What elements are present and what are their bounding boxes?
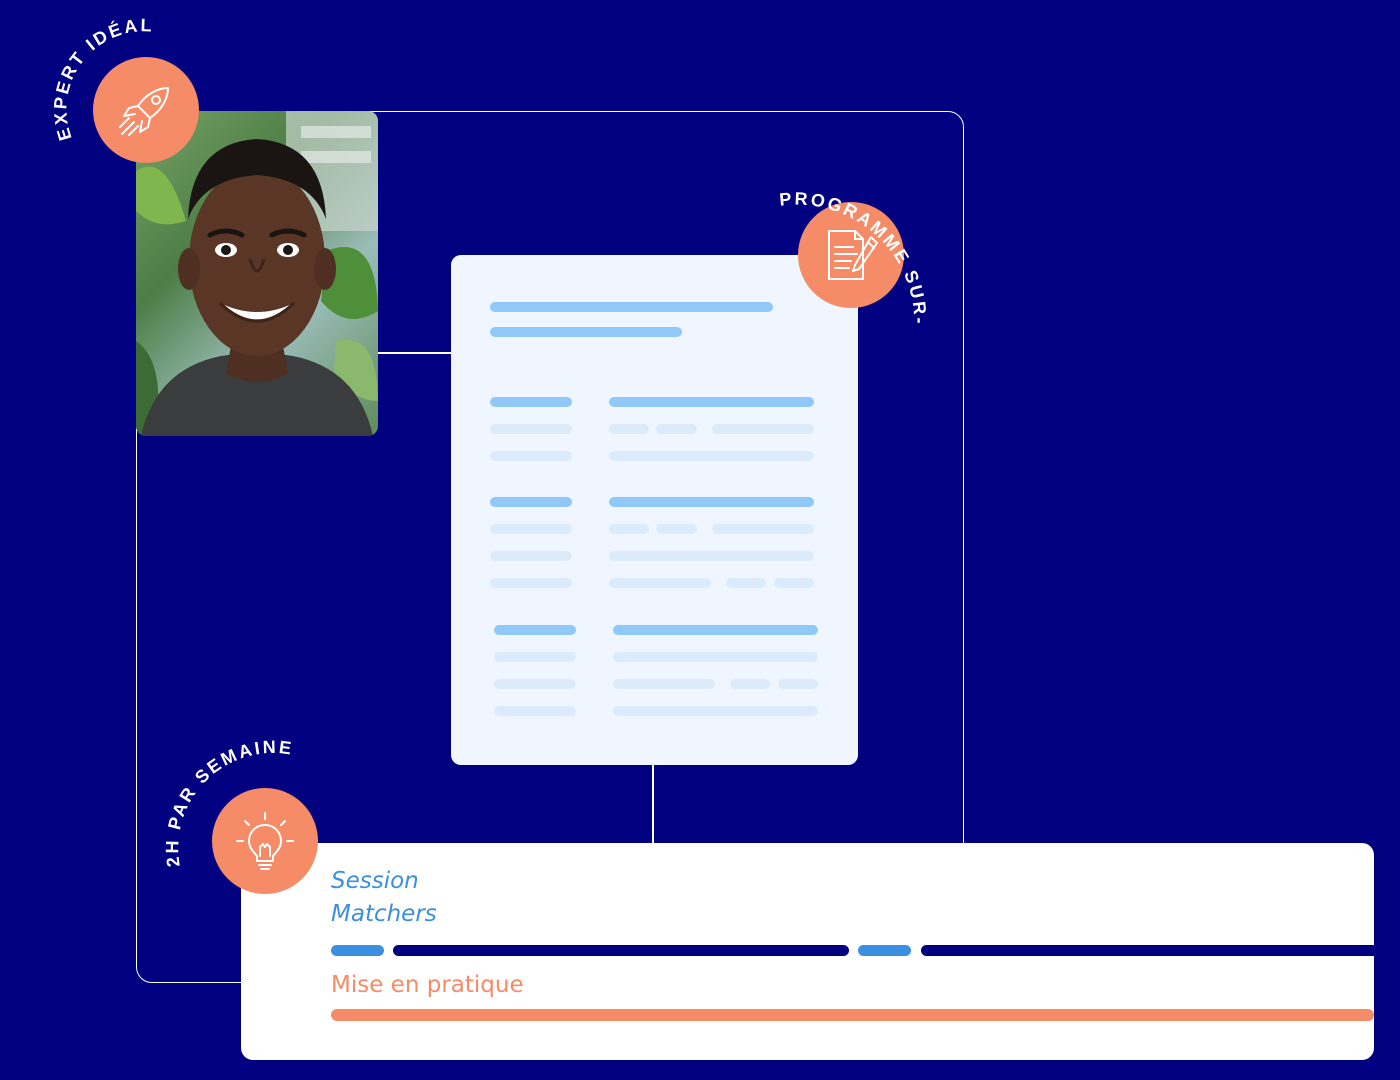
session-title: Session Matchers — [331, 865, 437, 931]
practice-label: Mise en pratique — [331, 972, 524, 998]
session-bar-segment — [331, 945, 384, 956]
doc-section-title-line — [613, 625, 818, 635]
doc-subheading-line — [490, 327, 682, 337]
session-bar-segment — [921, 945, 1374, 956]
doc-text-line — [726, 578, 766, 588]
doc-text-line — [656, 424, 697, 434]
doc-text-line — [712, 524, 814, 534]
session-bar-segment — [393, 945, 849, 956]
connector-line-vertical — [652, 764, 654, 846]
label-expert: EXPERT IDÉAL — [50, 15, 154, 143]
doc-heading-line — [490, 302, 773, 312]
doc-text-line — [490, 451, 572, 461]
badge-expert — [93, 57, 199, 163]
label-weekly-arc: 2H PAR SEMAINE — [162, 737, 295, 868]
doc-text-line — [774, 578, 814, 588]
doc-text-line — [494, 679, 576, 689]
practice-bar — [331, 1009, 1374, 1021]
badge-programme — [798, 202, 904, 308]
label-expert-arc: EXPERT IDÉAL — [50, 15, 154, 143]
expert-photo — [136, 111, 378, 436]
doc-text-line — [494, 652, 576, 662]
label-programme: PROGRAMME SUR-MESURE — [731, 134, 930, 326]
doc-text-line — [712, 424, 814, 434]
doc-text-line — [613, 652, 818, 662]
doc-text-line — [778, 679, 818, 689]
session-bar-segment — [858, 945, 911, 956]
doc-text-line — [609, 551, 814, 561]
doc-text-line — [613, 706, 818, 716]
doc-section-title-line — [609, 497, 814, 507]
doc-text-line — [609, 578, 711, 588]
badge-weekly — [212, 788, 318, 894]
doc-text-line — [609, 524, 649, 534]
doc-text-line — [613, 679, 715, 689]
doc-section-label-line — [490, 497, 572, 507]
label-programme-arc: PROGRAMME SUR-MESURE — [731, 134, 928, 326]
document-pen-icon — [828, 230, 878, 280]
doc-section-title-line — [609, 397, 814, 407]
program-document-card — [451, 255, 858, 765]
lightbulb-icon — [236, 812, 294, 870]
doc-text-line — [609, 451, 814, 461]
session-card: Session Matchers Mise en pratique — [241, 843, 1374, 1060]
session-title-line-1: Session — [331, 868, 419, 894]
rocket-icon — [119, 87, 169, 136]
doc-text-line — [490, 524, 572, 534]
doc-section-label-line — [490, 397, 572, 407]
doc-text-line — [609, 424, 649, 434]
doc-section-label-line — [494, 625, 576, 635]
doc-text-line — [490, 424, 572, 434]
doc-text-line — [730, 679, 770, 689]
doc-text-line — [490, 551, 572, 561]
portrait-illustration — [136, 111, 378, 436]
label-weekly: 2H PAR SEMAINE — [162, 737, 295, 868]
connector-line-horizontal — [378, 352, 452, 354]
doc-text-line — [656, 524, 697, 534]
doc-text-line — [490, 578, 572, 588]
doc-text-line — [494, 706, 576, 716]
session-title-line-2: Matchers — [331, 901, 437, 927]
